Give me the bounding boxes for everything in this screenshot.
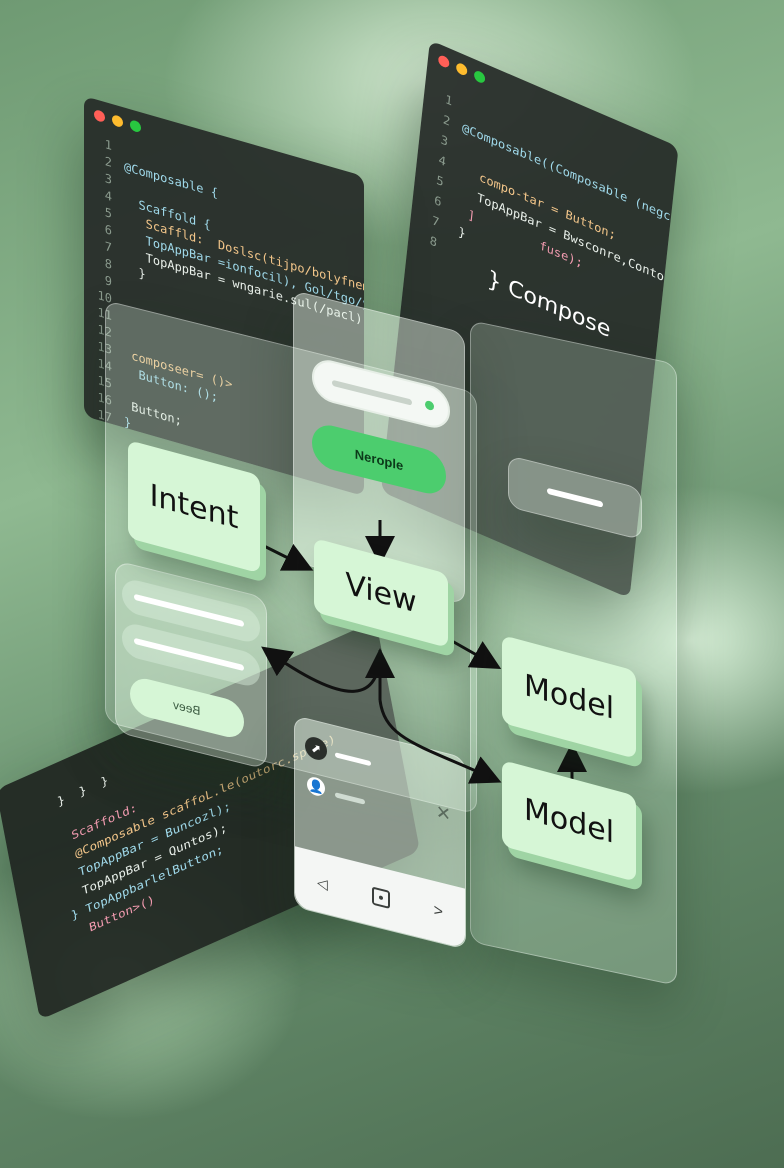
model-label-bottom: Model xyxy=(523,791,615,851)
view-label: View xyxy=(345,565,417,620)
model-label-top: Model xyxy=(523,667,615,727)
arrow-to-list xyxy=(261,646,382,693)
arrow-view-to-model xyxy=(451,639,502,669)
arrow-view-to-model-bottom xyxy=(378,699,502,784)
arrow-intent-to-view xyxy=(261,543,314,571)
intent-label: Intent xyxy=(149,477,239,537)
